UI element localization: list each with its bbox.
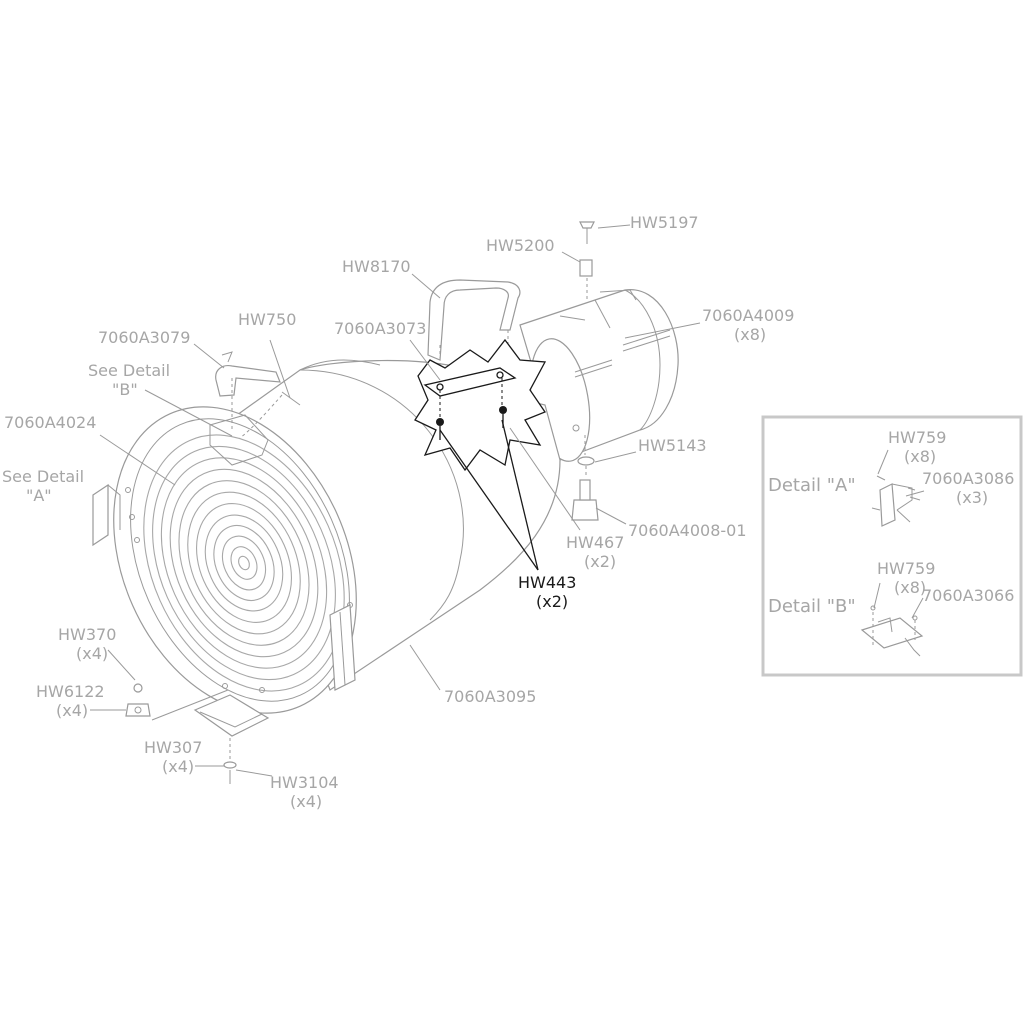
- detail-box: [761, 415, 1023, 677]
- label-see-detail-b: See Detail: [88, 361, 170, 380]
- label-hw370: HW370: [58, 625, 116, 644]
- top-clip-assembly: [209, 351, 301, 466]
- leader-lines: [90, 224, 701, 777]
- rear-lamp-housing: [519, 289, 679, 462]
- front-lens-bezel: [113, 406, 357, 714]
- bottom-adjuster-hardware: [571, 435, 599, 521]
- label-hw6122: HW6122: [36, 682, 105, 701]
- lower-left-hardware: [125, 683, 237, 784]
- label-7060a4008-01: 7060A4008-01: [628, 521, 747, 540]
- label-hw5197: HW5197: [630, 213, 699, 232]
- bottom-bracket: [193, 694, 270, 737]
- label-hw443-qty: (x2): [536, 592, 568, 611]
- label-hw8170: HW8170: [342, 257, 411, 276]
- hw443-leader-lines: [439, 419, 539, 571]
- detail-a-hw759: HW759: [888, 428, 946, 447]
- breakout-detail: [414, 338, 547, 472]
- label-7060a4009: 7060A4009: [702, 306, 794, 325]
- label-7060a3073: 7060A3073: [334, 319, 426, 338]
- label-hw467-qty: (x2): [584, 552, 616, 571]
- detail-a-title: Detail "A": [768, 475, 856, 496]
- label-hw3104-qty: (x4): [290, 792, 322, 811]
- detail-b-hw759-qty: (x8): [894, 578, 926, 597]
- detail-b-title: Detail "B": [768, 596, 856, 617]
- side-bracket-a: [92, 483, 121, 547]
- top-knob-hardware: [579, 221, 595, 300]
- label-7060a3095: 7060A3095: [444, 687, 536, 706]
- label-7060a4009-qty: (x8): [734, 325, 766, 344]
- label-7060a4024: 7060A4024: [4, 413, 96, 432]
- label-hw3104: HW3104: [270, 773, 339, 792]
- label-hw443: HW443: [518, 573, 576, 592]
- label-hw5143: HW5143: [638, 436, 707, 455]
- label-see-detail-a: See Detail: [2, 467, 84, 486]
- label-hw307: HW307: [144, 738, 202, 757]
- label-see-detail-b-letter: "B": [112, 380, 138, 399]
- label-hw467: HW467: [566, 533, 624, 552]
- label-hw370-qty: (x4): [76, 644, 108, 663]
- side-bracket-right: [329, 604, 356, 691]
- detail-b-7060a3066: 7060A3066: [922, 586, 1014, 605]
- label-hw6122-qty: (x4): [56, 701, 88, 720]
- detail-a-7060a3086-qty: (x3): [956, 488, 988, 507]
- detail-b-hw759: HW759: [877, 559, 935, 578]
- label-hw750: HW750: [238, 310, 296, 329]
- part-labels: HW5197 HW5200 HW8170 7060A4009 (x8) 7060…: [2, 213, 794, 811]
- label-hw5200: HW5200: [486, 236, 555, 255]
- detail-box-leaders: [877, 449, 925, 497]
- label-see-detail-a-letter: "A": [26, 486, 52, 505]
- detail-a-7060a3086: 7060A3086: [922, 469, 1014, 488]
- label-hw307-qty: (x4): [162, 757, 194, 776]
- detail-box-labels: Detail "A" HW759 (x8) 7060A3086 (x3) Det…: [768, 428, 1014, 617]
- label-7060a3079: 7060A3079: [98, 328, 190, 347]
- detail-a-hw759-qty: (x8): [904, 447, 936, 466]
